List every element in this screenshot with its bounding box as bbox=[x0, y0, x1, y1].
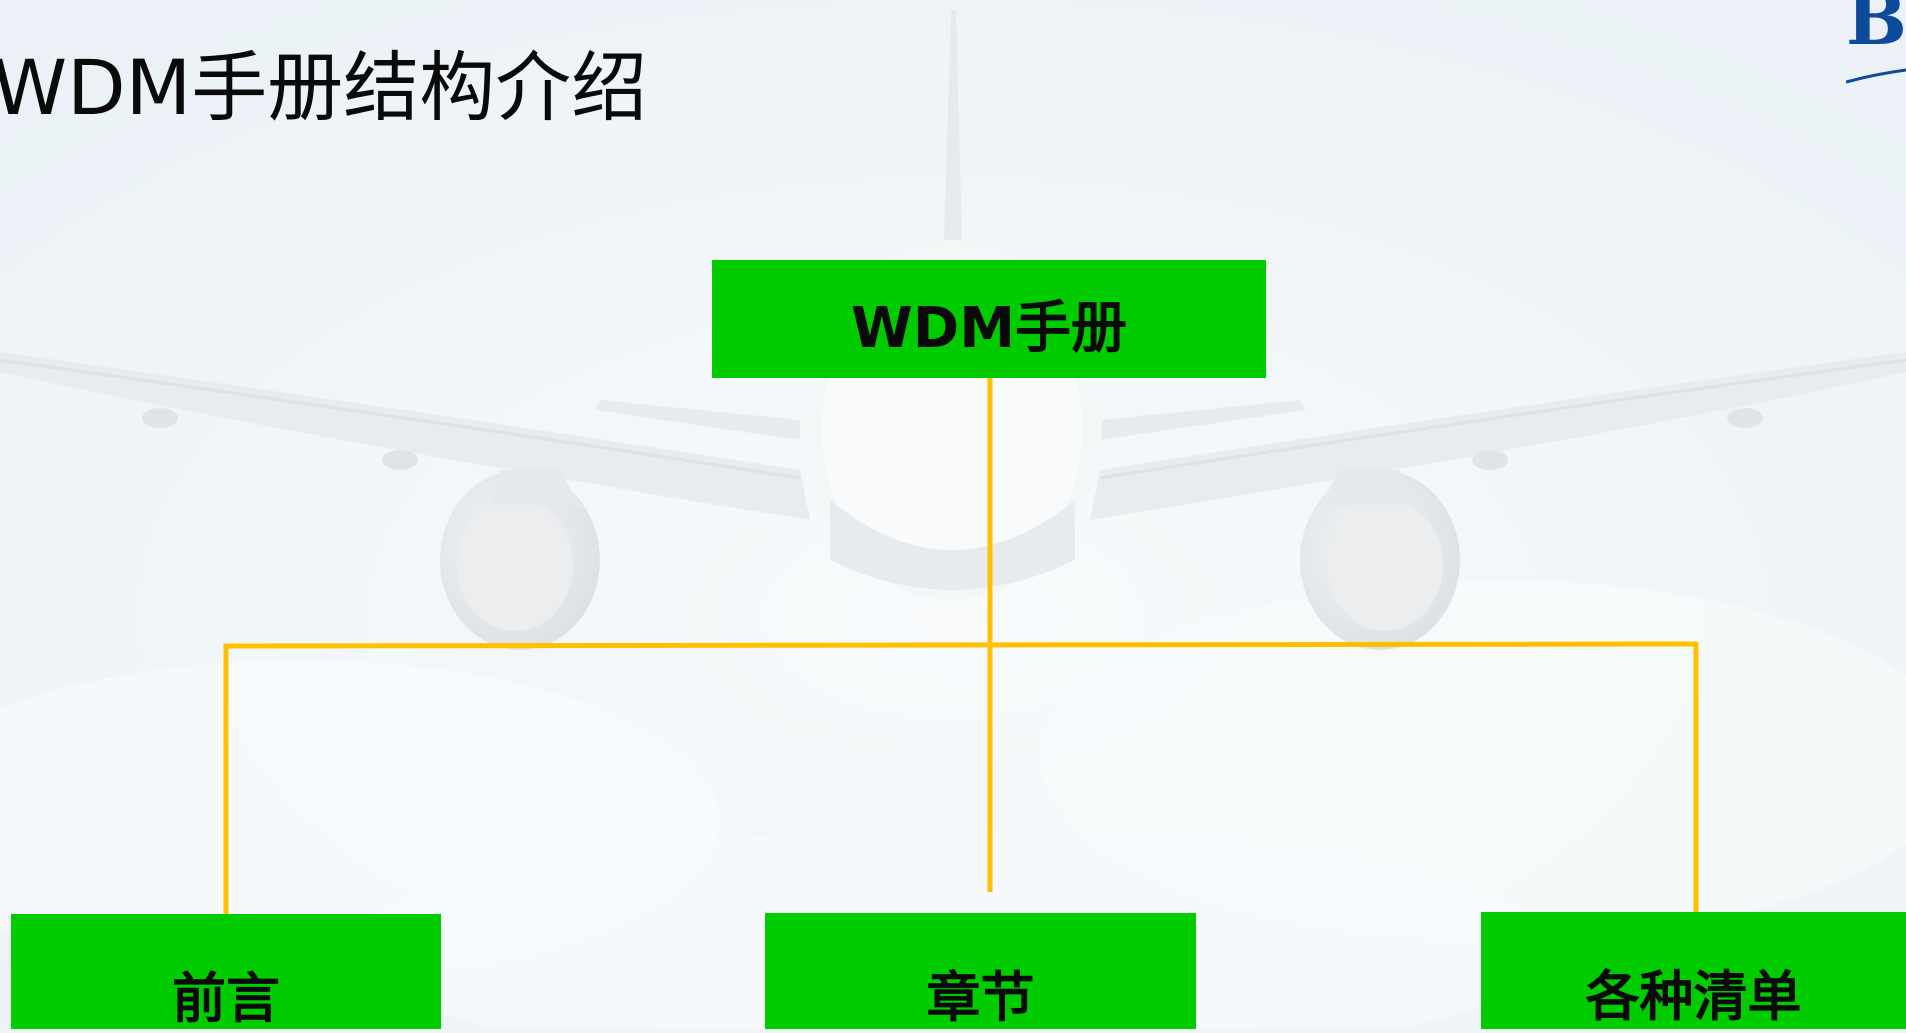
slide-title: WDM手册结构介绍 bbox=[0, 43, 648, 132]
logo-swoosh-icon bbox=[1846, 68, 1906, 84]
connector-horizontal-bus bbox=[223, 641, 1697, 649]
company-logo: BI bbox=[1846, 0, 1906, 84]
node-wdm-manual: WDM手册 bbox=[712, 260, 1266, 378]
logo-text: BI bbox=[1846, 0, 1906, 61]
node-chapters-label: 章节 bbox=[926, 966, 1035, 1029]
node-wdm-manual-label: WDM手册 bbox=[851, 295, 1127, 361]
node-various-lists: 各种清单 bbox=[1481, 912, 1906, 1029]
node-chapters: 章节 bbox=[765, 913, 1196, 1029]
node-various-lists-label: 各种清单 bbox=[1585, 965, 1802, 1028]
node-preface: 前言 bbox=[11, 914, 441, 1030]
node-preface-label: 前言 bbox=[172, 967, 280, 1030]
